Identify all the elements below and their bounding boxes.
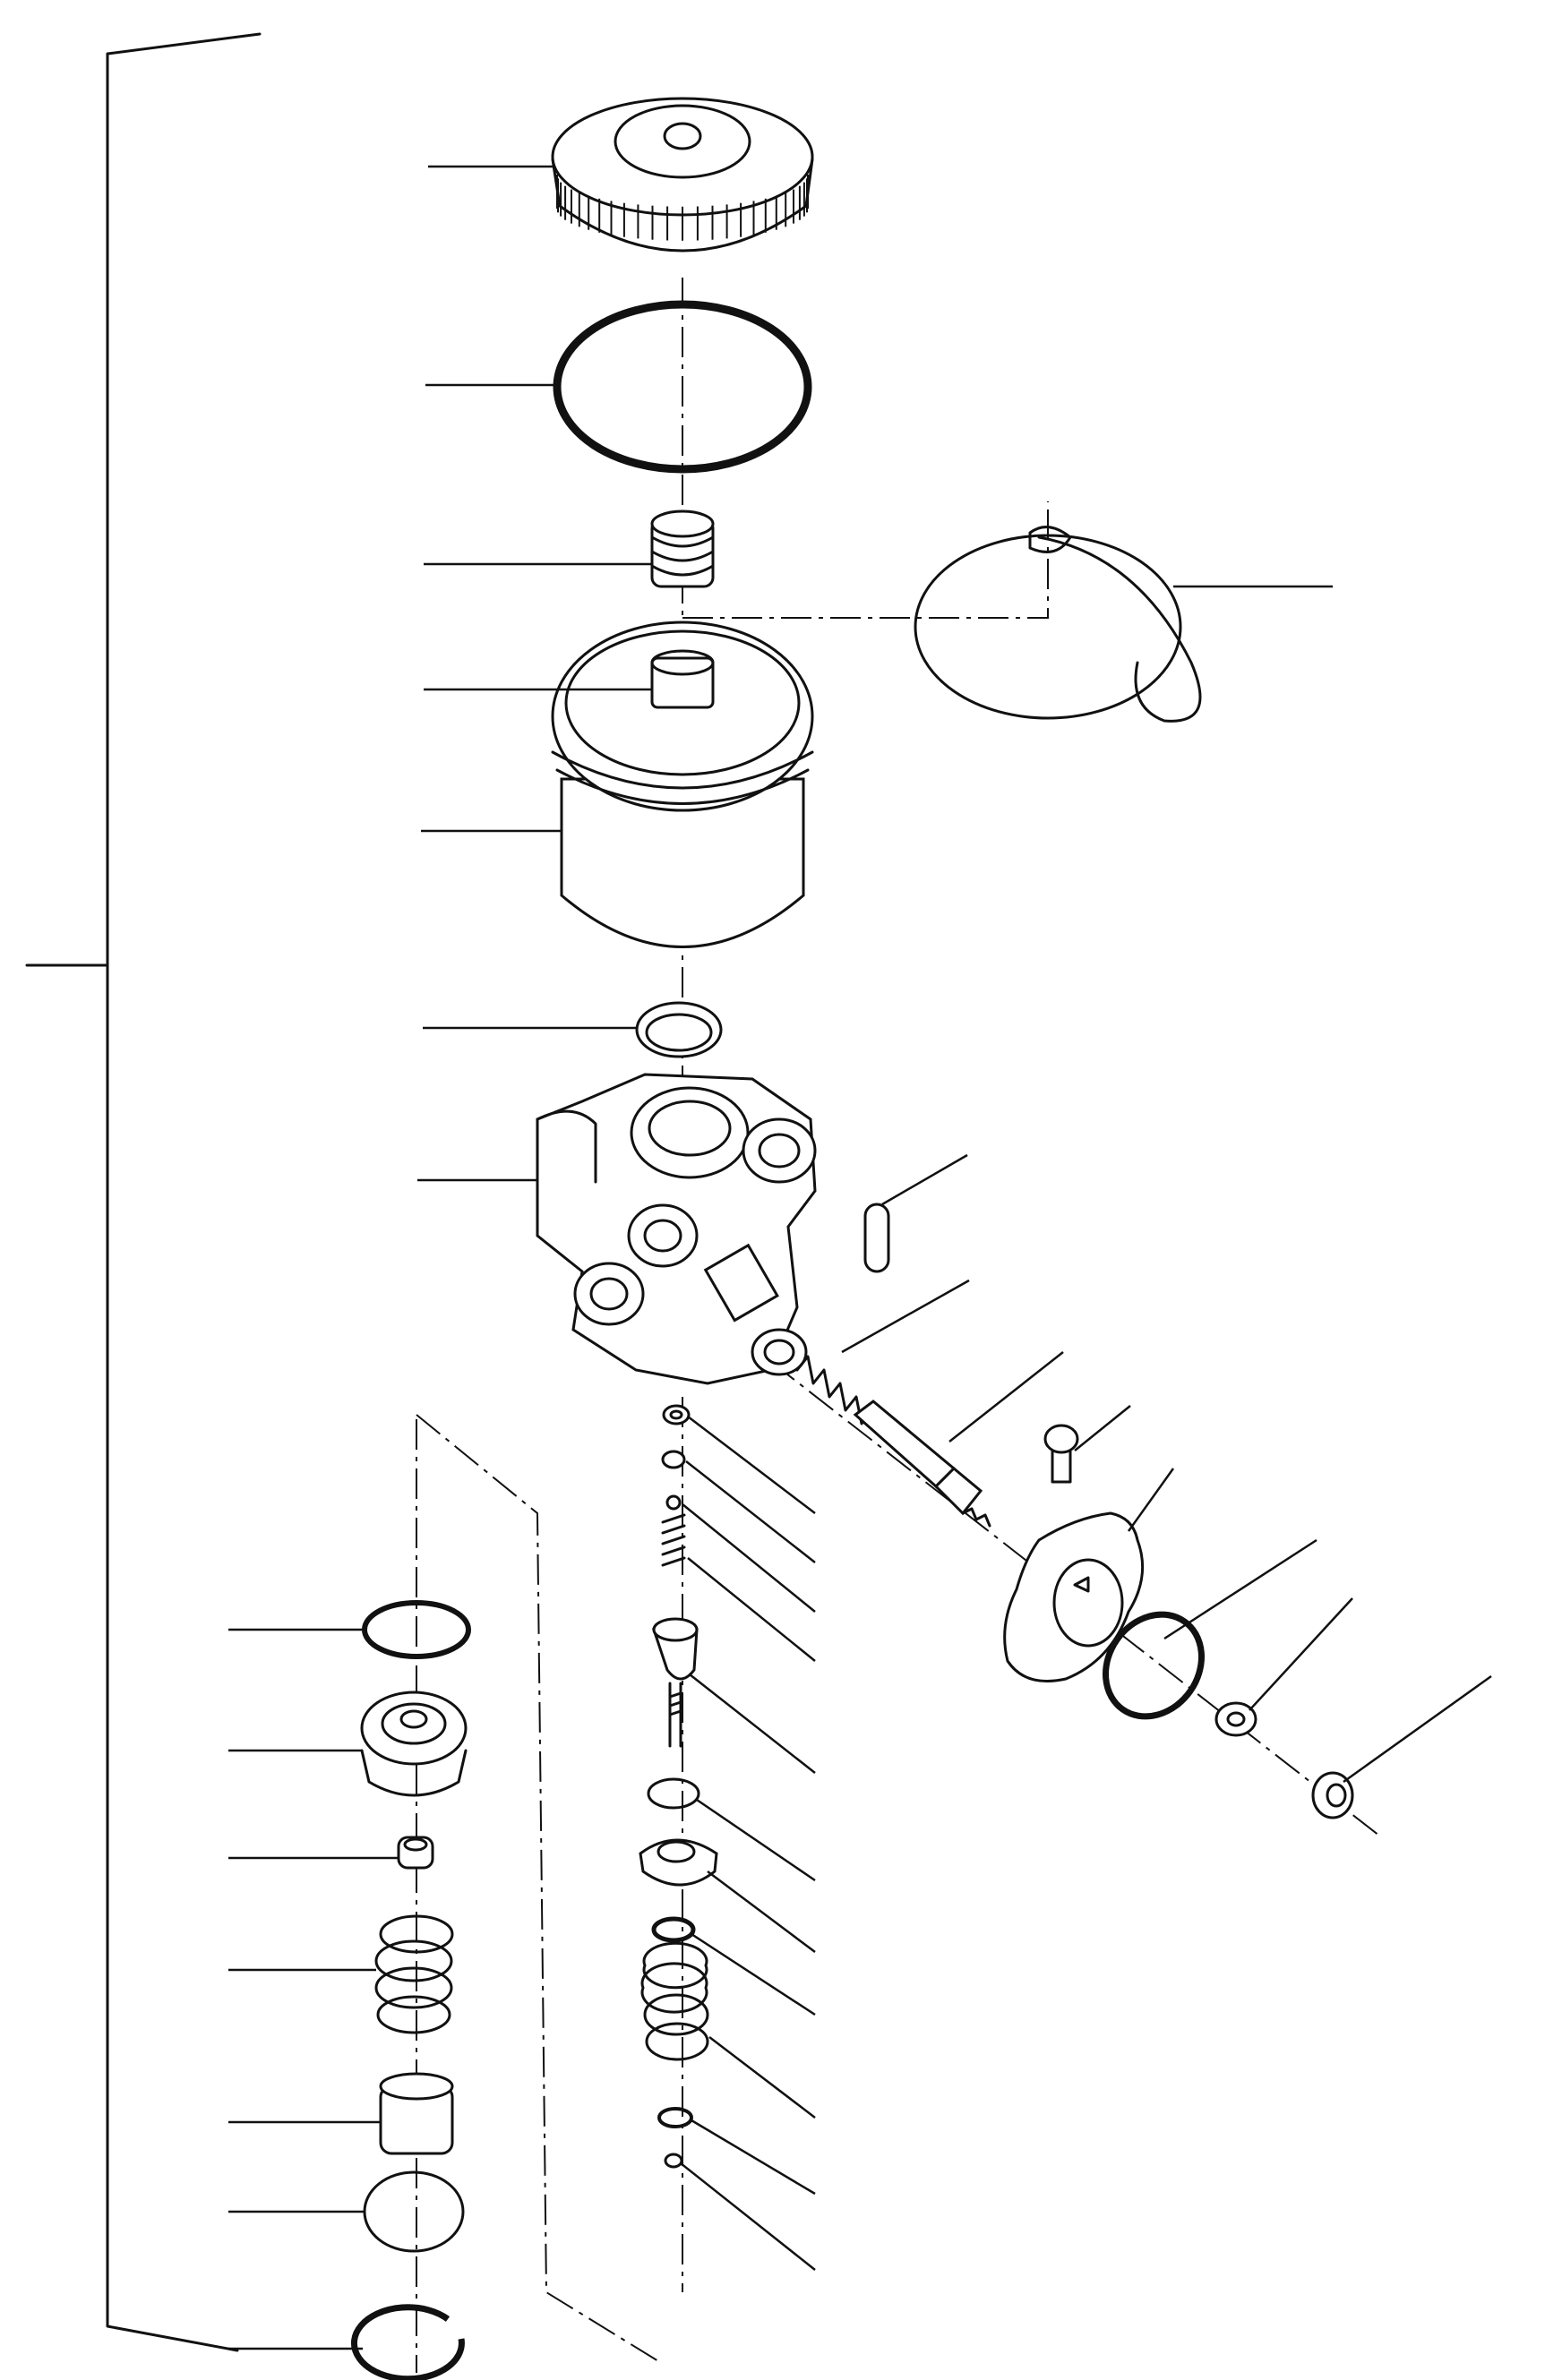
adjusting-knob	[1003, 1511, 1145, 1682]
valve-stack	[639, 1404, 718, 2169]
adjust-spring	[795, 1355, 874, 1425]
valve-body	[536, 1073, 817, 1385]
leader-lines	[228, 165, 1492, 2350]
retaining-bail	[914, 526, 1202, 723]
washer	[1214, 1701, 1257, 1737]
assembly-bracket	[25, 32, 262, 2352]
small-plug	[1043, 1424, 1079, 1484]
center-axis	[416, 278, 1380, 2373]
nut	[1311, 1771, 1354, 1819]
filter-element	[650, 509, 715, 588]
adjust-shaft	[853, 1400, 991, 1528]
cap-o-ring	[553, 300, 812, 474]
filter-bowl	[551, 621, 814, 948]
circlip	[1103, 1611, 1205, 1720]
pin	[863, 1203, 890, 1273]
left-parts-stack	[351, 1600, 471, 2380]
seal-ring	[635, 1001, 723, 1058]
cap-knurling	[556, 175, 809, 241]
filter-cap	[551, 97, 814, 253]
